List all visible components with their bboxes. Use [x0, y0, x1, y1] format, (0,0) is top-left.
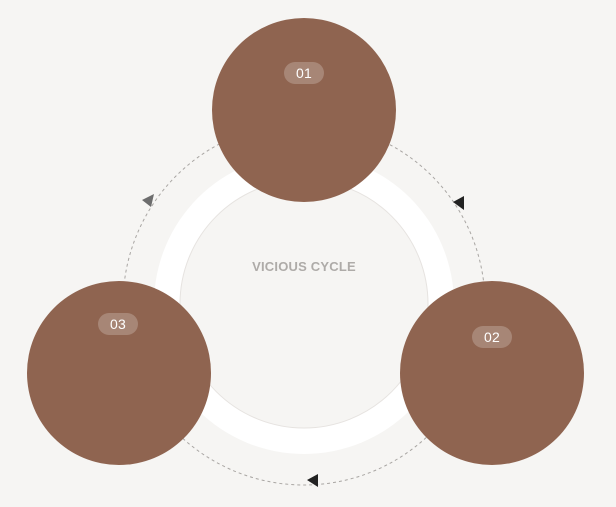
arrow-1-to-2-icon [453, 196, 464, 210]
cycle-node-01: 01 [212, 18, 396, 202]
center-label: VICIOUS CYCLE [252, 259, 356, 274]
node-01-badge: 01 [284, 62, 324, 84]
arrow-2-to-3-icon [307, 474, 318, 487]
cycle-node-03: 03 [27, 281, 211, 465]
cycle-node-02: 02 [400, 281, 584, 465]
node-02-badge: 02 [472, 326, 512, 348]
arrow-3-to-1-icon [142, 194, 154, 207]
inner-circle [179, 179, 429, 429]
node-03-badge: 03 [98, 313, 138, 335]
